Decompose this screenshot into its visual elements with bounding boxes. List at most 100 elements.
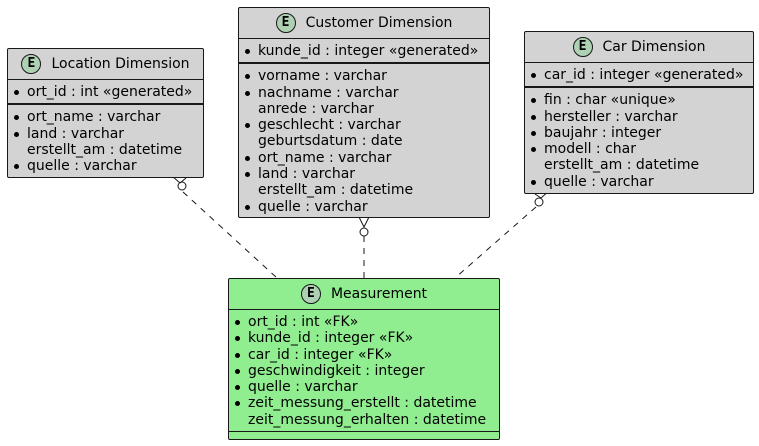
attribute-text: land : varchar	[27, 125, 125, 142]
entity-location-dimension: E Location Dimension ort_id : int «gener…	[7, 48, 204, 178]
attribute-section: ort_id : int «FK»kunde_id : integer «FK»…	[229, 310, 499, 431]
attribute-text: geburtsdatum : date	[258, 133, 403, 150]
pk-row: kunde_id : integer «generated»	[239, 43, 489, 59]
attribute-row: erstellt_am : datetime	[239, 182, 489, 198]
attribute-text: quelle : varchar	[248, 379, 358, 396]
attribute-text: ort_name : varchar	[258, 149, 392, 166]
entity-footer	[229, 431, 499, 440]
relation-car-measurement	[454, 206, 537, 279]
attribute-text: geschwindigkeit : integer	[248, 362, 425, 379]
crowfoot-location-circle	[177, 181, 187, 191]
entity-header: E Location Dimension	[8, 49, 203, 80]
entity-header: E Customer Dimension	[239, 8, 489, 39]
attribute-row: quelle : varchar	[239, 199, 489, 215]
attribute-row: fin : char «unique»	[525, 92, 753, 108]
bullet-icon	[245, 172, 250, 178]
attribute-text: quelle : varchar	[27, 158, 137, 175]
bullet-icon	[14, 164, 19, 170]
attribute-row: anrede : varchar	[239, 101, 489, 117]
primary-key-section: car_id : integer «generated»	[525, 63, 753, 89]
bullet-icon	[235, 320, 240, 325]
bullet-icon	[14, 115, 19, 121]
attribute-text: baujahr : integer	[544, 124, 662, 141]
attribute-row: quelle : varchar	[8, 158, 203, 174]
pk-text: car_id : integer «generated»	[544, 67, 744, 83]
attribute-row: kunde_id : integer «FK»	[229, 330, 499, 346]
attribute-row: baujahr : integer	[525, 125, 753, 141]
bullet-icon	[531, 179, 536, 185]
crowfoot-customer-circle	[359, 227, 369, 237]
bullet-icon	[235, 385, 240, 391]
attribute-row: modell : char	[525, 141, 753, 157]
attribute-text: quelle : varchar	[258, 198, 368, 215]
attribute-text: fin : char «unique»	[544, 92, 676, 109]
attribute-text: nachname : varchar	[258, 84, 399, 101]
bullet-icon	[235, 368, 240, 374]
relation-location-measurement	[182, 191, 278, 279]
attribute-text: erstellt_am : datetime	[544, 157, 700, 174]
bullet-icon	[531, 98, 536, 104]
attribute-row: zeit_messung_erstellt : datetime	[229, 395, 499, 411]
crowfoot-customer-mark	[358, 216, 370, 229]
attribute-row: land : varchar	[8, 126, 203, 142]
attribute-text: car_id : integer «FK»	[248, 346, 393, 363]
attribute-row: geschlecht : varchar	[239, 117, 489, 133]
attribute-row: ort_name : varchar	[8, 109, 203, 125]
pk-text: ort_id : int «generated»	[27, 84, 193, 100]
attribute-row: nachname : varchar	[239, 85, 489, 101]
attribute-text: quelle : varchar	[544, 173, 654, 190]
pk-row: ort_id : int «generated»	[8, 84, 203, 100]
attribute-text: erstellt_am : datetime	[258, 182, 414, 199]
bullet-icon	[531, 130, 536, 136]
entity-badge-icon: E	[275, 13, 296, 33]
attribute-text: ort_id : int «FK»	[248, 314, 359, 330]
attribute-text: kunde_id : integer «FK»	[248, 330, 414, 347]
attribute-row: erstellt_am : datetime	[8, 142, 203, 158]
entity-title: Car Dimension	[602, 38, 706, 55]
attribute-row: quelle : varchar	[229, 379, 499, 395]
attribute-text: modell : char	[544, 141, 637, 158]
entity-measurement: E Measurement ort_id : int «FK»kunde_id …	[228, 278, 500, 440]
attribute-row: hersteller : varchar	[525, 109, 753, 125]
attribute-text: vorname : varchar	[258, 68, 387, 85]
bullet-icon	[531, 73, 536, 78]
bullet-icon	[235, 401, 240, 407]
attribute-row: quelle : varchar	[525, 174, 753, 190]
crowfoot-car-circle	[534, 197, 544, 207]
primary-key-section: kunde_id : integer «generated»	[239, 39, 489, 65]
attribute-text: zeit_messung_erstellt : datetime	[248, 395, 477, 412]
pk-row: car_id : integer «generated»	[525, 67, 753, 83]
bullet-icon	[245, 123, 250, 129]
entity-header: E Measurement	[229, 279, 499, 310]
entity-header: E Car Dimension	[525, 32, 753, 63]
bullet-icon	[235, 336, 240, 342]
attribute-row: land : varchar	[239, 166, 489, 182]
attribute-row: geschwindigkeit : integer	[229, 363, 499, 379]
bullet-icon	[14, 131, 19, 137]
attribute-text: erstellt_am : datetime	[27, 141, 183, 158]
attribute-row: car_id : integer «FK»	[229, 347, 499, 363]
bullet-icon	[245, 74, 250, 80]
bullet-icon	[245, 90, 250, 96]
entity-badge-icon: E	[300, 284, 321, 304]
attribute-text: ort_name : varchar	[27, 109, 161, 126]
attribute-text: hersteller : varchar	[544, 108, 678, 125]
attribute-row: ort_id : int «FK»	[229, 314, 499, 330]
entity-badge-icon: E	[21, 54, 42, 74]
attribute-row: zeit_messung_erhalten : datetime	[229, 412, 499, 428]
bullet-icon	[245, 49, 250, 54]
bullet-icon	[14, 90, 19, 95]
primary-key-section: ort_id : int «generated»	[8, 80, 203, 106]
attribute-row: ort_name : varchar	[239, 150, 489, 166]
bullet-icon	[235, 352, 240, 358]
attribute-text: anrede : varchar	[258, 100, 374, 117]
bullet-icon	[531, 114, 536, 120]
attribute-row: vorname : varchar	[239, 68, 489, 84]
attribute-row: erstellt_am : datetime	[525, 157, 753, 173]
attribute-text: zeit_messung_erhalten : datetime	[248, 411, 487, 428]
attribute-row: geburtsdatum : date	[239, 133, 489, 149]
bullet-icon	[245, 155, 250, 161]
